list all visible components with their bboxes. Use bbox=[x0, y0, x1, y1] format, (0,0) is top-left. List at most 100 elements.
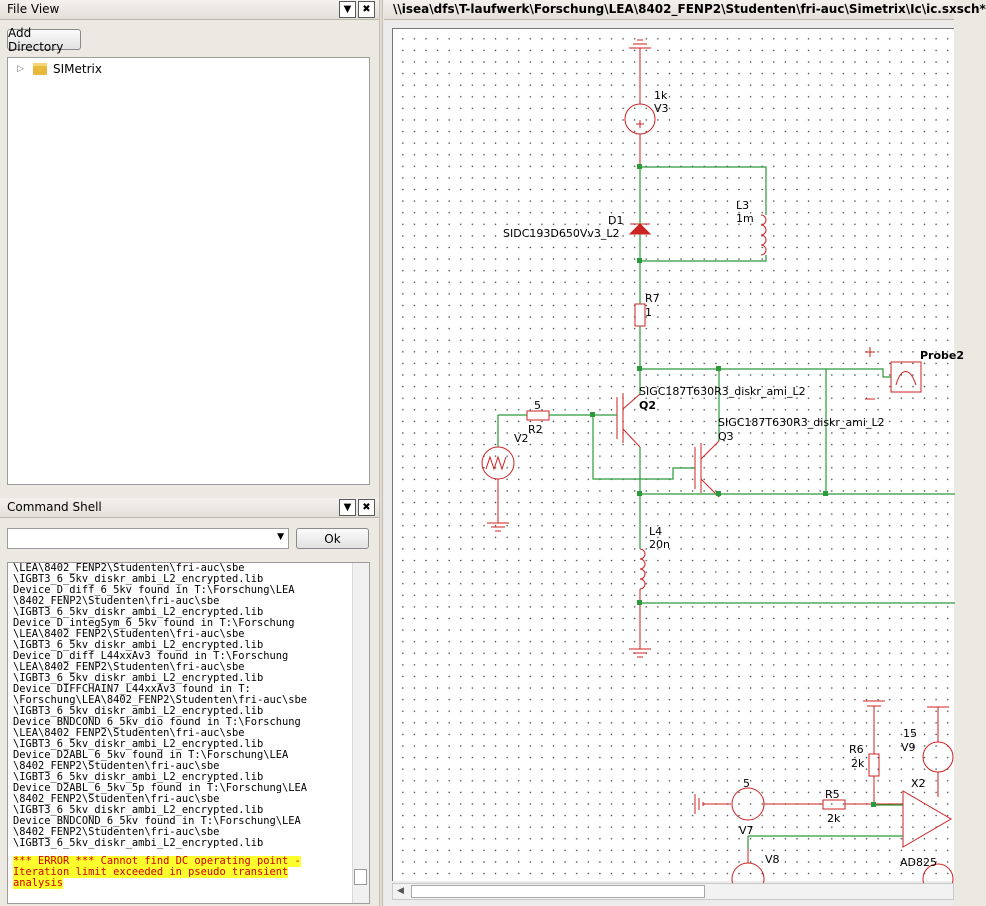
command-shell-title: Command Shell bbox=[7, 500, 102, 514]
r6-value-label: 2k bbox=[851, 757, 865, 770]
voltage-source-v2[interactable] bbox=[481, 446, 515, 532]
igbt-q3[interactable] bbox=[694, 440, 720, 498]
output-line: Device DIFFCHAIN7_L44xxAv3 found in T: bbox=[13, 683, 251, 695]
ok-button[interactable]: Ok bbox=[296, 528, 369, 549]
q2-model-label: SIGC187T630R3_diskr_ami_L2 bbox=[639, 385, 806, 398]
resistor-r7[interactable] bbox=[634, 303, 646, 327]
output-line: \8402_FENP2\Studenten\fri-auc\sbe bbox=[13, 595, 220, 607]
output-line: \Forschung\LEA\8402_FENP2\Studenten\fri-… bbox=[13, 694, 308, 706]
schematic-canvas[interactable]: 1k V3 L3 1m D1 SIDC193D650Vv3_L2 R7 1 Pr… bbox=[392, 28, 964, 896]
file-view-title-bar: File View ▼ ✖ bbox=[0, 0, 379, 20]
file-tree[interactable]: ▷ SIMetrix bbox=[7, 57, 370, 485]
inductor-l4[interactable] bbox=[629, 548, 651, 658]
probe2[interactable] bbox=[865, 347, 922, 400]
inductor-l3[interactable] bbox=[760, 214, 767, 256]
wires bbox=[497, 166, 955, 849]
command-shell-close-button[interactable]: ✖ bbox=[358, 499, 375, 516]
error-line: *** ERROR *** Cannot find DC operating p… bbox=[13, 855, 301, 867]
q3-model-label: SIGC187T630R3_diskr_ami_L2 bbox=[718, 416, 885, 429]
close-icon: ✖ bbox=[362, 4, 371, 15]
folder-icon bbox=[33, 63, 47, 75]
r7-name-label: R7 bbox=[645, 292, 660, 305]
r2-value-label: 5 bbox=[534, 399, 541, 412]
output-line: \IGBT3_6_5kv_diskr_ambi_L2_encrypted.lib bbox=[13, 606, 264, 618]
file-view-title: File View bbox=[7, 2, 60, 16]
command-shell-title-bar: Command Shell ▼ ✖ bbox=[0, 498, 379, 518]
command-output-text: \LEA\8402_FENP2\Studenten\fri-auc\sbe\IG… bbox=[13, 563, 349, 889]
v3-name-label: V3 bbox=[654, 102, 669, 115]
q2-name-label: Q2 bbox=[639, 399, 656, 412]
l4-value-label: 20n bbox=[649, 538, 670, 551]
scrollbar-thumb[interactable] bbox=[411, 885, 705, 898]
output-line: \IGBT3_6_5kv_diskr_ambi_L2_encrypted.lib bbox=[13, 705, 264, 717]
schematic-area: 1k V3 L3 1m D1 SIDC193D650Vv3_L2 R7 1 Pr… bbox=[384, 21, 964, 906]
add-directory-button[interactable]: Add Directory bbox=[7, 26, 81, 54]
l3-value-label: 1m bbox=[736, 212, 754, 225]
voltage-source-v3[interactable] bbox=[624, 103, 656, 167]
output-line: Device D2ABL_6_5kv_5p found in T:\Forsch… bbox=[13, 782, 308, 794]
opamp-x2[interactable] bbox=[902, 790, 952, 848]
r5-value-label: 2k bbox=[827, 812, 841, 825]
ground-symbol bbox=[629, 39, 651, 104]
r5-name-label: R5 bbox=[825, 788, 840, 801]
output-line: \8402_FENP2\Studenten\fri-auc\sbe bbox=[13, 793, 220, 805]
d1-name-label: D1 bbox=[608, 214, 623, 227]
error-line: analysis bbox=[13, 877, 64, 889]
output-line: \IGBT3_6_5kv_diskr_ambi_L2_encrypted.lib bbox=[13, 738, 264, 750]
output-line: \8402_FENP2\Studenten\fri-auc\sbe bbox=[13, 826, 220, 838]
l3-name-label: L3 bbox=[736, 199, 749, 212]
diode-d1[interactable] bbox=[628, 223, 652, 235]
tree-item-label: SIMetrix bbox=[53, 62, 102, 76]
command-output[interactable]: \LEA\8402_FENP2\Studenten\fri-auc\sbe\IG… bbox=[7, 562, 370, 904]
command-input[interactable]: ▼ bbox=[7, 528, 289, 549]
output-line: \LEA\8402_FENP2\Studenten\fri-auc\sbe bbox=[13, 727, 245, 739]
output-line: \IGBT3_6_5kv_diskr_ambi_L2_encrypted.lib bbox=[13, 672, 264, 684]
command-output-scrollbar[interactable] bbox=[352, 563, 369, 903]
dropdown-triangle-icon: ▼ bbox=[343, 502, 352, 513]
output-line: Device D_diff_L44xxAv3 found in T:\Forsc… bbox=[13, 650, 289, 662]
panel-splitter[interactable] bbox=[379, 0, 383, 906]
x2-model-label: AD825 bbox=[900, 856, 937, 869]
output-line: Device BNDCOND_6_5kv found in T:\Forschu… bbox=[13, 815, 301, 827]
expand-arrow-icon[interactable]: ▷ bbox=[17, 64, 24, 74]
tree-item-simetrix[interactable]: ▷ SIMetrix bbox=[17, 61, 102, 77]
v9-value-label: 15 bbox=[903, 727, 917, 740]
schematic-tab-title[interactable]: \\isea\dfs\T-laufwerk\Forschung\LEA\8402… bbox=[384, 0, 986, 20]
wire-junctions bbox=[590, 164, 876, 807]
close-icon: ✖ bbox=[362, 502, 371, 513]
resistor-r6[interactable] bbox=[863, 700, 885, 805]
d1-model-label: SIDC193D650Vv3_L2 bbox=[503, 227, 620, 240]
scroll-left-icon[interactable]: ◀ bbox=[397, 886, 404, 896]
r6-name-label: R6 bbox=[849, 743, 864, 756]
q3-name-label: Q3 bbox=[718, 430, 734, 443]
file-view-float-button[interactable]: ▼ bbox=[339, 1, 356, 18]
voltage-source-v9[interactable] bbox=[922, 706, 954, 797]
v9-name-label: V9 bbox=[901, 741, 916, 754]
probe-label: Probe2 bbox=[920, 349, 964, 362]
error-line: Iteration limit exceeded in pseudo trans… bbox=[13, 866, 289, 878]
output-line: \LEA\8402_FENP2\Studenten\fri-auc\sbe bbox=[13, 661, 245, 673]
resistor-r2[interactable] bbox=[526, 410, 550, 421]
v7-value-label: 5 bbox=[743, 777, 750, 790]
x2-name-label: X2 bbox=[911, 777, 926, 790]
output-line: \8402_FENP2\Studenten\fri-auc\sbe bbox=[13, 760, 220, 772]
igbt-q2[interactable] bbox=[616, 393, 641, 448]
file-view-close-button[interactable]: ✖ bbox=[358, 1, 375, 18]
scrollbar-thumb[interactable] bbox=[354, 869, 367, 885]
command-shell-float-button[interactable]: ▼ bbox=[339, 499, 356, 516]
chevron-down-icon[interactable]: ▼ bbox=[277, 532, 284, 542]
l4-name-label: L4 bbox=[649, 525, 662, 538]
error-message: *** ERROR *** Cannot find DC operating p… bbox=[13, 856, 349, 889]
output-line: Device BNDCOND_6_5kv_dio found in T:\For… bbox=[13, 716, 301, 728]
output-line: Device D_integSym_6_5kv found in T:\Fors… bbox=[13, 617, 295, 629]
output-line: \IGBT3_6_5kv_diskr_ambi_L2_encrypted.lib bbox=[13, 837, 264, 849]
v8-name-label: V8 bbox=[765, 853, 780, 866]
schematic-horizontal-scrollbar[interactable]: ◀ bbox=[392, 883, 954, 900]
output-line: \IGBT3_6_5kv_diskr_ambi_L2_encrypted.lib bbox=[13, 771, 264, 783]
voltage-source-v7[interactable] bbox=[694, 787, 823, 821]
v3-value-label: 1k bbox=[654, 89, 668, 102]
output-line: \LEA\8402_FENP2\Studenten\fri-auc\sbe bbox=[13, 562, 245, 574]
output-line: Device D_diff_6_5kv found in T:\Forschun… bbox=[13, 584, 295, 596]
output-line: \IGBT3_6_5kv_diskr_ambi_L2_encrypted.lib bbox=[13, 804, 264, 816]
r7-value-label: 1 bbox=[645, 306, 652, 319]
